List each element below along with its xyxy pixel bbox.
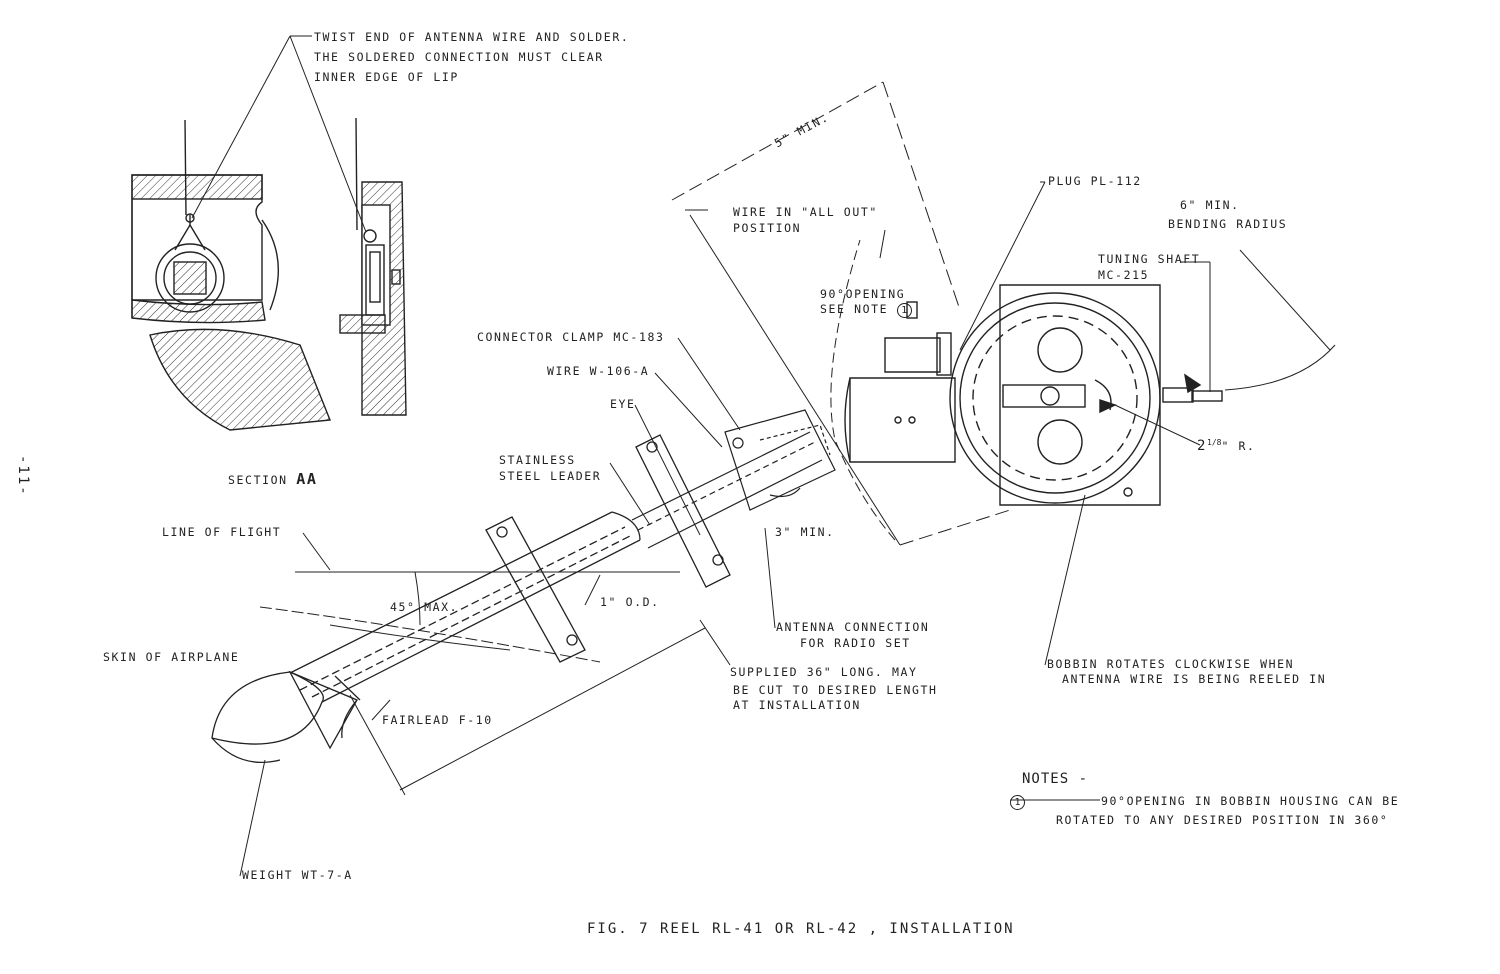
callout-leaders	[239, 181, 1100, 877]
supplied-line2: BE CUT TO DESIRED LENGTH	[733, 683, 938, 697]
page-number: -11-	[15, 455, 31, 497]
stainless-line1: STAINLESS	[499, 453, 576, 467]
fairlead-assembly	[211, 511, 641, 764]
wire-w106-label: WIRE W-106-A	[547, 364, 650, 378]
section-label: SECTION AA	[228, 472, 317, 488]
section-aa-side-view	[339, 117, 407, 416]
twist-note-line1: TWIST END OF ANTENNA WIRE AND SOLDER.	[314, 30, 630, 44]
tuning-shaft-line2: MC-215	[1098, 268, 1150, 282]
plug-label: PLUG PL-112	[1048, 174, 1142, 188]
tuning-shaft-line1: TUNING SHAFT	[1098, 252, 1201, 266]
supplied-line3: AT INSTALLATION	[733, 698, 861, 712]
twist-note-leaders	[191, 35, 367, 233]
radius-label: 21/8" R.	[1197, 435, 1256, 454]
wire-all-out-line1: WIRE IN "ALL OUT"	[733, 205, 878, 219]
note1-line1: 1 90°OPENING IN BOBBIN HOUSING CAN BE	[1010, 794, 1399, 810]
stainless-line2: STEEL LEADER	[499, 469, 602, 483]
radius-whole: 2	[1197, 437, 1208, 454]
note1-number: 1	[1010, 795, 1025, 810]
max-angle-label: 45° MAX.	[390, 600, 459, 614]
bending-radius-line1: 6" MIN.	[1180, 198, 1240, 212]
antenna-connection-line1: ANTENNA CONNECTION	[776, 620, 930, 634]
supplied-line1: SUPPLIED 36" LONG. MAY	[730, 665, 918, 679]
twist-note-line2: THE SOLDERED CONNECTION MUST CLEAR	[314, 50, 604, 64]
fairlead-label: FAIRLEAD F-10	[382, 713, 493, 727]
bobbin-line2: ANTENNA WIRE IS BEING REELED IN	[1062, 672, 1327, 686]
bending-radius-line2: BENDING RADIUS	[1168, 217, 1288, 231]
three-min-dimension: 3" MIN.	[775, 525, 835, 539]
skin-of-airplane-label: SKIN OF AIRPLANE	[103, 650, 240, 664]
twist-note-line3: INNER EDGE OF LIP	[314, 70, 459, 84]
bending-radius	[1114, 249, 1336, 446]
note1-text: 90°OPENING IN BOBBIN HOUSING CAN BE	[1101, 794, 1400, 808]
flight-reference	[259, 571, 680, 663]
section-word: SECTION	[228, 473, 288, 487]
wire-envelope	[671, 81, 1011, 546]
note1-line2: ROTATED TO ANY DESIRED POSITION IN 360°	[1056, 813, 1389, 827]
note-ref-circle: 1	[896, 303, 912, 318]
dimension-36	[349, 619, 731, 796]
section-aa-front-view	[131, 119, 331, 431]
bobbin-line1: BOBBIN ROTATES CLOCKWISE WHEN	[1047, 657, 1295, 671]
notes-title: NOTES -	[1022, 771, 1089, 787]
opening-line1: 90°OPENING	[820, 287, 906, 301]
section-mark: AA	[296, 470, 318, 488]
wire-all-out-line2: POSITION	[733, 221, 802, 235]
line-of-flight-label: LINE OF FLIGHT	[162, 525, 282, 539]
radius-unit: " R.	[1221, 438, 1256, 453]
opening-line2: SEE NOTE 1	[820, 302, 912, 318]
outer-diameter-label: 1" O.D.	[600, 595, 660, 609]
weight-label: WEIGHT WT-7-A	[242, 868, 353, 882]
antenna-connection-line2: FOR RADIO SET	[800, 636, 911, 650]
reel-body	[844, 284, 1223, 506]
eye-label: EYE	[610, 397, 636, 411]
connector-clamp-label: CONNECTOR CLAMP MC-183	[477, 330, 665, 344]
steel-leader	[631, 409, 836, 549]
opening-see-note: SEE NOTE	[820, 302, 889, 316]
radius-fraction: 1/8	[1207, 438, 1222, 447]
figure-caption: FIG. 7 REEL RL-41 OR RL-42 , INSTALLATIO…	[587, 921, 1015, 937]
